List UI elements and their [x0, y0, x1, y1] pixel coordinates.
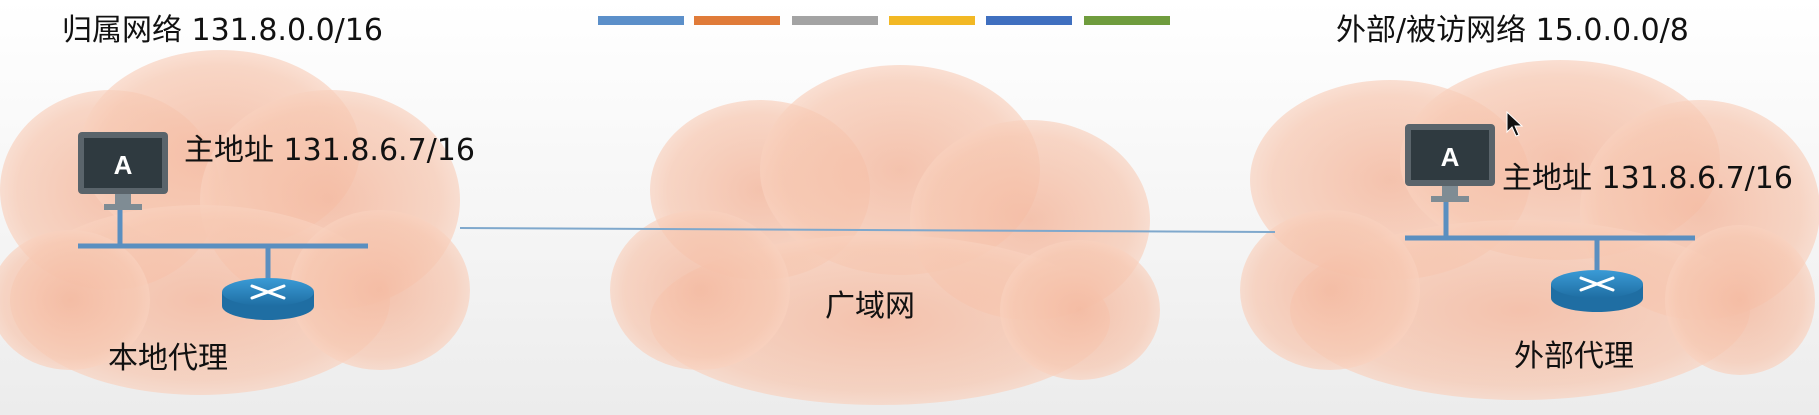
- router-icon: [222, 278, 314, 320]
- computer-icon: A: [78, 132, 168, 210]
- color-bar-6: [1084, 16, 1170, 25]
- home-host-letter: A: [114, 150, 133, 180]
- wan-cloud: [610, 65, 1160, 405]
- mouse-pointer-icon: [1506, 110, 1524, 137]
- color-bar-2: [694, 16, 780, 25]
- home-agent-label: 本地代理: [108, 341, 228, 376]
- color-bar-1: [598, 16, 684, 25]
- router-icon: [1551, 270, 1643, 312]
- home-network-cloud: [0, 50, 470, 395]
- wan-label: 广域网: [825, 289, 915, 324]
- foreign-agent-label: 外部代理: [1514, 339, 1634, 374]
- color-bar-4: [889, 16, 975, 25]
- home-host-address: 主地址 131.8.6.7/16: [184, 133, 475, 168]
- foreign-host-letter: A: [1441, 142, 1460, 172]
- foreign-host-address: 主地址 131.8.6.7/16: [1502, 161, 1793, 196]
- wan-link-line: [459, 227, 1276, 233]
- foreign-network-title: 外部/被访网络 15.0.0.0/8: [1336, 13, 1689, 48]
- computer-icon: A: [1405, 124, 1495, 202]
- color-bar-3: [792, 16, 878, 25]
- color-bar-5: [986, 16, 1072, 25]
- home-network-title: 归属网络 131.8.0.0/16: [62, 13, 383, 48]
